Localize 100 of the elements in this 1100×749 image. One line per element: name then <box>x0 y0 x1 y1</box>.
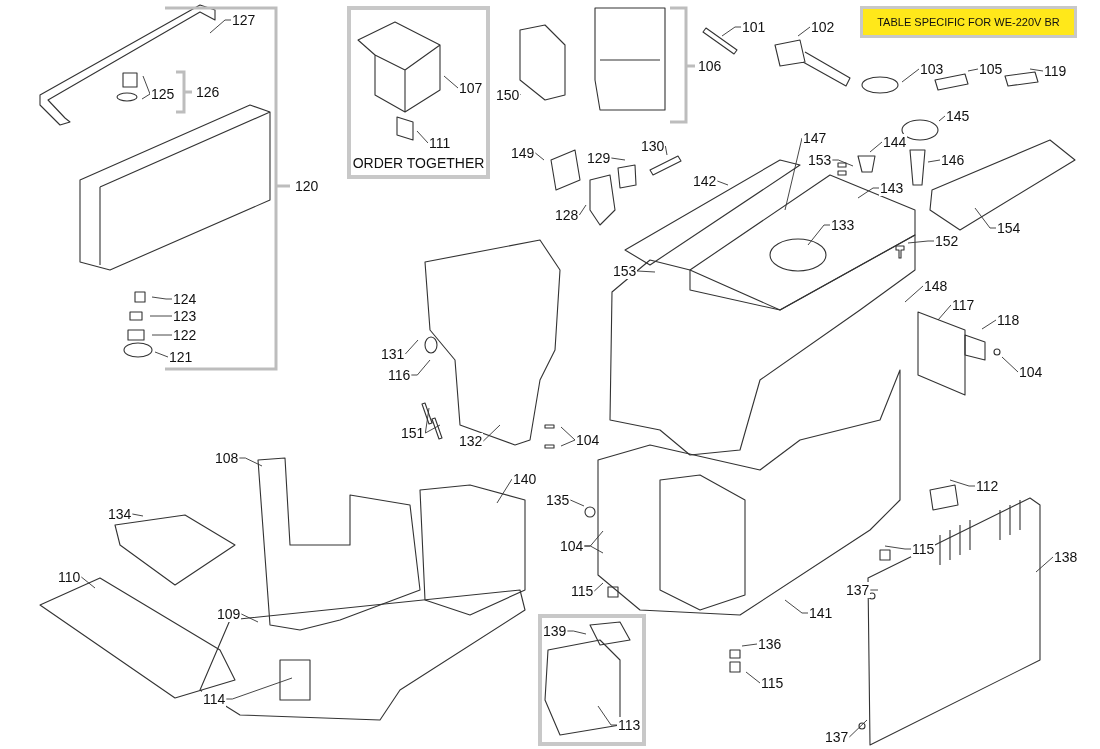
callout-number: 110 <box>57 569 82 585</box>
leader-line <box>831 159 854 167</box>
callout-number: 108 <box>214 450 240 466</box>
callout-number: 148 <box>923 278 949 294</box>
callout-number: 149 <box>510 145 536 161</box>
leader-line <box>225 677 293 700</box>
callout-number: 116 <box>387 367 412 383</box>
group-frame <box>538 614 646 746</box>
leader-line <box>927 159 941 163</box>
callout-number: 138 <box>1053 549 1079 565</box>
callout-number: 137 <box>824 729 850 745</box>
callout-number: 109 <box>216 606 242 622</box>
callout-number: 120 <box>294 178 320 194</box>
leader-line <box>745 671 761 684</box>
callout-number: 104 <box>559 538 585 554</box>
leader-line <box>560 426 576 441</box>
leader-line <box>482 424 501 442</box>
leader-line <box>209 19 232 34</box>
leader-line <box>636 270 656 273</box>
leader-line <box>131 513 144 517</box>
callout-number: 126 <box>195 84 221 100</box>
callout-number: 111 <box>428 135 452 151</box>
callout-number: 105 <box>978 61 1004 77</box>
callout-number: 118 <box>996 312 1021 328</box>
callout-number: 151 <box>400 425 426 441</box>
callout-number: 136 <box>757 636 783 652</box>
callout-number: 127 <box>231 12 257 28</box>
callout-number: 115 <box>570 583 595 599</box>
leader-line <box>884 545 912 550</box>
leader-line <box>981 319 997 330</box>
leader-line <box>784 599 809 614</box>
callout-number: 119 <box>1043 63 1068 79</box>
group-title: ORDER TOGETHER <box>351 155 486 171</box>
leader-line <box>901 68 920 83</box>
leader-line <box>797 26 811 37</box>
callout-number: 153 <box>612 263 638 279</box>
callout-number: 135 <box>545 492 571 508</box>
callout-number: 133 <box>830 217 856 233</box>
callout-number: 115 <box>911 541 936 557</box>
leader-line <box>937 304 952 321</box>
leader-line <box>238 457 263 467</box>
leader-line <box>1001 356 1019 373</box>
leader-line <box>149 315 173 317</box>
leader-line <box>784 137 803 211</box>
leader-line <box>578 204 587 216</box>
leader-line <box>741 643 758 647</box>
note-banner: TABLE SPECIFIC FOR WE-220V BR <box>860 6 1077 38</box>
leader-line <box>534 152 545 161</box>
leader-line <box>1035 556 1054 573</box>
callout-number: 130 <box>640 138 666 154</box>
leader-line <box>151 296 173 300</box>
leader-line <box>424 424 441 434</box>
callout-number: 128 <box>554 207 580 223</box>
callout-number: 131 <box>380 346 406 362</box>
callout-number: 134 <box>107 506 133 522</box>
leader-line <box>716 180 729 186</box>
callout-number: 123 <box>172 308 198 324</box>
leader-line <box>1029 68 1044 72</box>
leader-line <box>664 145 668 156</box>
callout-number: 117 <box>951 297 976 313</box>
callout-number: 143 <box>879 180 905 196</box>
leader-line <box>610 157 626 161</box>
callout-number: 112 <box>975 478 1000 494</box>
callout-number: 125 <box>150 86 176 102</box>
leader-line <box>974 207 997 229</box>
callout-number: 113 <box>617 717 642 733</box>
callout-number: 150 <box>495 87 521 103</box>
leader-line <box>938 115 946 122</box>
callout-number: 129 <box>586 150 612 166</box>
callout-number: 103 <box>919 61 945 77</box>
leader-line <box>597 705 618 726</box>
leader-line <box>869 589 879 591</box>
callout-number: 154 <box>996 220 1022 236</box>
callout-number: 145 <box>945 108 971 124</box>
callout-number: 132 <box>458 433 484 449</box>
callout-number: 124 <box>172 291 198 307</box>
callout-number: 114 <box>202 691 227 707</box>
callout-number: 142 <box>692 173 718 189</box>
callout-number: 144 <box>882 134 908 150</box>
callout-number: 147 <box>802 130 828 146</box>
callout-number: 107 <box>458 80 484 96</box>
leader-line <box>807 224 831 246</box>
callout-number: 101 <box>741 19 767 35</box>
leader-line <box>569 499 585 507</box>
leader-line <box>907 240 935 244</box>
leader-line <box>721 26 742 37</box>
leader-line <box>566 630 587 635</box>
leader-line <box>80 576 96 589</box>
leader-line <box>154 351 169 358</box>
leader-line <box>416 130 429 144</box>
callout-number: 139 <box>542 623 568 639</box>
leader-line <box>443 75 459 89</box>
leader-line <box>949 479 976 487</box>
callout-number: 141 <box>808 605 834 621</box>
leader-line <box>904 285 924 303</box>
leader-line <box>857 187 880 199</box>
leader-line <box>869 141 883 153</box>
callout-number: 115 <box>760 675 785 691</box>
callout-number: 121 <box>168 349 194 365</box>
leader-line <box>240 613 259 623</box>
